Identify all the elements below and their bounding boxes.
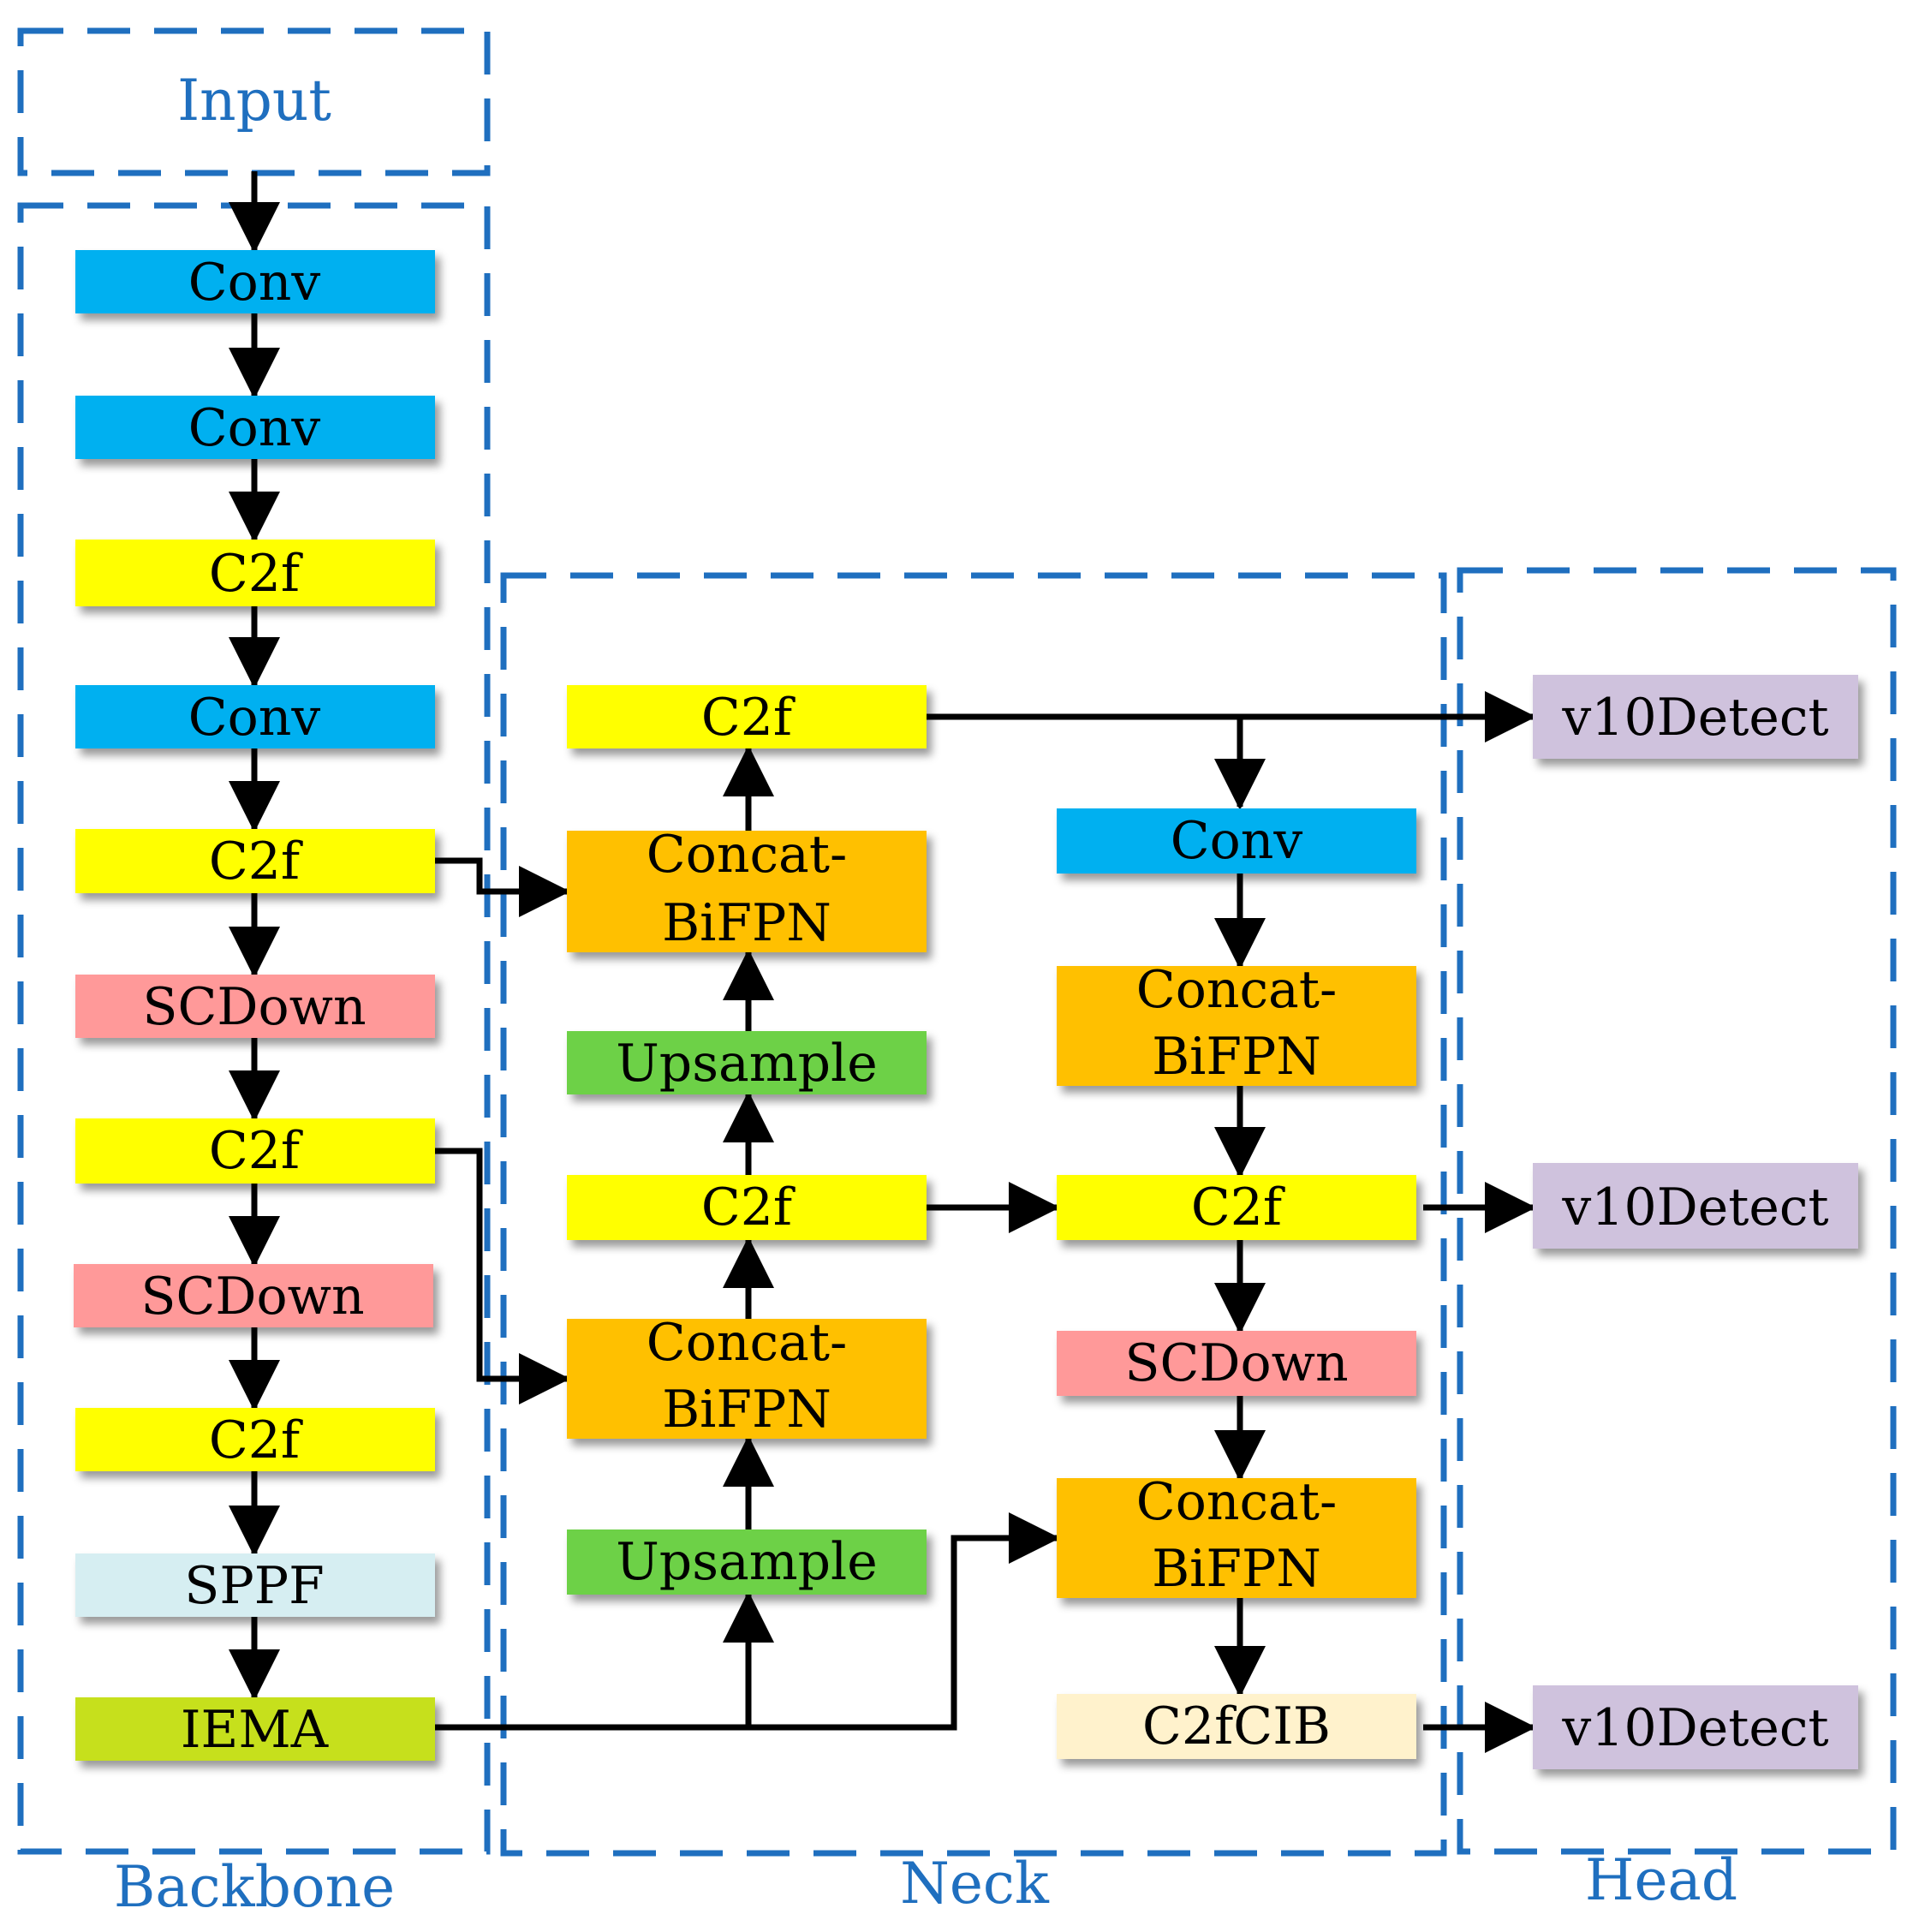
block-label-line2: BiFPN	[1152, 1539, 1321, 1599]
neck-upsample-top: Upsample	[567, 1031, 927, 1094]
backbone-scdown-1: SCDown	[75, 975, 435, 1038]
block-label: C2f	[701, 688, 796, 748]
neck-conv: Conv	[1057, 808, 1416, 874]
backbone-conv-3: Conv	[75, 685, 435, 748]
head-v10detect-2: v10Detect	[1533, 1163, 1858, 1249]
backbone-scdown-2: SCDown	[74, 1264, 433, 1327]
block-label-line1: Concat-	[1136, 960, 1337, 1020]
block-label: v10Detect	[1561, 688, 1828, 748]
backbone-c2f-2: C2f	[75, 829, 435, 893]
backbone-sppf: SPPF	[75, 1553, 435, 1617]
block-label: Conv	[188, 253, 321, 313]
neck-label: Neck	[900, 1851, 1050, 1917]
backbone-conv-2: Conv	[75, 396, 435, 459]
neck-c2f-mid: C2f	[567, 1175, 927, 1240]
backbone-conv-1: Conv	[75, 250, 435, 313]
block-label: C2f	[1191, 1178, 1285, 1237]
block-label: C2fCIB	[1142, 1696, 1331, 1756]
neck-upsample-bottom: Upsample	[567, 1530, 927, 1595]
neck-concat-bifpn-right-bottom: Concat- BiFPN	[1057, 1472, 1416, 1599]
block-label: C2f	[209, 832, 303, 891]
head-v10detect-1: v10Detect	[1533, 675, 1858, 759]
arrow-iema-concat-right-bottom	[748, 1512, 1060, 1731]
block-label: SPPF	[184, 1556, 324, 1616]
block-label: SCDown	[1124, 1333, 1348, 1393]
block-label-line2: BiFPN	[662, 893, 831, 953]
block-label: C2f	[701, 1178, 796, 1237]
head-frame	[1457, 567, 1897, 1855]
block-label-line2: BiFPN	[662, 1380, 831, 1440]
block-label: SCDown	[142, 977, 366, 1037]
block-label: Conv	[188, 688, 321, 748]
block-label: C2f	[209, 1410, 303, 1470]
block-label-line2: BiFPN	[1152, 1027, 1321, 1087]
connectors	[229, 171, 1536, 1753]
neck-scdown: SCDown	[1057, 1331, 1416, 1396]
block-label: SCDown	[140, 1267, 364, 1327]
block-label: C2f	[209, 544, 303, 604]
arrow-c2f3-concat-mid	[435, 1148, 570, 1404]
head-label: Head	[1585, 1847, 1737, 1913]
backbone-c2f-4: C2f	[75, 1408, 435, 1471]
neck-blocks: C2f Concat- BiFPN Upsample C2f Concat- B…	[567, 685, 1416, 1759]
backbone-iema: IEMA	[75, 1697, 435, 1761]
block-label-line1: Concat-	[647, 1313, 847, 1373]
neck-c2f-right: C2f	[1057, 1175, 1416, 1240]
block-label: v10Detect	[1561, 1698, 1828, 1758]
block-label: Conv	[1171, 811, 1303, 871]
block-label-line1: Concat-	[647, 825, 847, 885]
neck-frame	[500, 572, 1447, 1857]
head-blocks: v10Detect v10Detect v10Detect	[1533, 675, 1858, 1769]
block-label: Upsample	[616, 1532, 878, 1592]
head-v10detect-3: v10Detect	[1533, 1685, 1858, 1769]
neck-concat-bifpn-mid: Concat- BiFPN	[567, 1313, 927, 1440]
block-label: Conv	[188, 398, 321, 458]
neck-c2fcib: C2fCIB	[1057, 1694, 1416, 1759]
neck-concat-bifpn-right-top: Concat- BiFPN	[1057, 960, 1416, 1087]
neck-c2f-top: C2f	[567, 685, 927, 748]
backbone-blocks: Conv Conv C2f Conv C2f SCDown C2f SCDow	[74, 250, 435, 1761]
block-label: v10Detect	[1561, 1178, 1828, 1237]
arrow-c2f2-concat-top	[435, 857, 570, 917]
block-label: Upsample	[616, 1034, 878, 1094]
block-label: IEMA	[181, 1700, 329, 1760]
backbone-c2f-3: C2f	[75, 1118, 435, 1184]
block-label-line1: Concat-	[1136, 1472, 1337, 1532]
arrow-iema-upsample-bottom	[435, 1591, 774, 1731]
neck-concat-bifpn-top: Concat- BiFPN	[567, 825, 927, 953]
input-label: Input	[177, 68, 331, 134]
block-label: C2f	[209, 1121, 303, 1181]
backbone-c2f-1: C2f	[75, 540, 435, 606]
backbone-label: Backbone	[114, 1854, 395, 1920]
